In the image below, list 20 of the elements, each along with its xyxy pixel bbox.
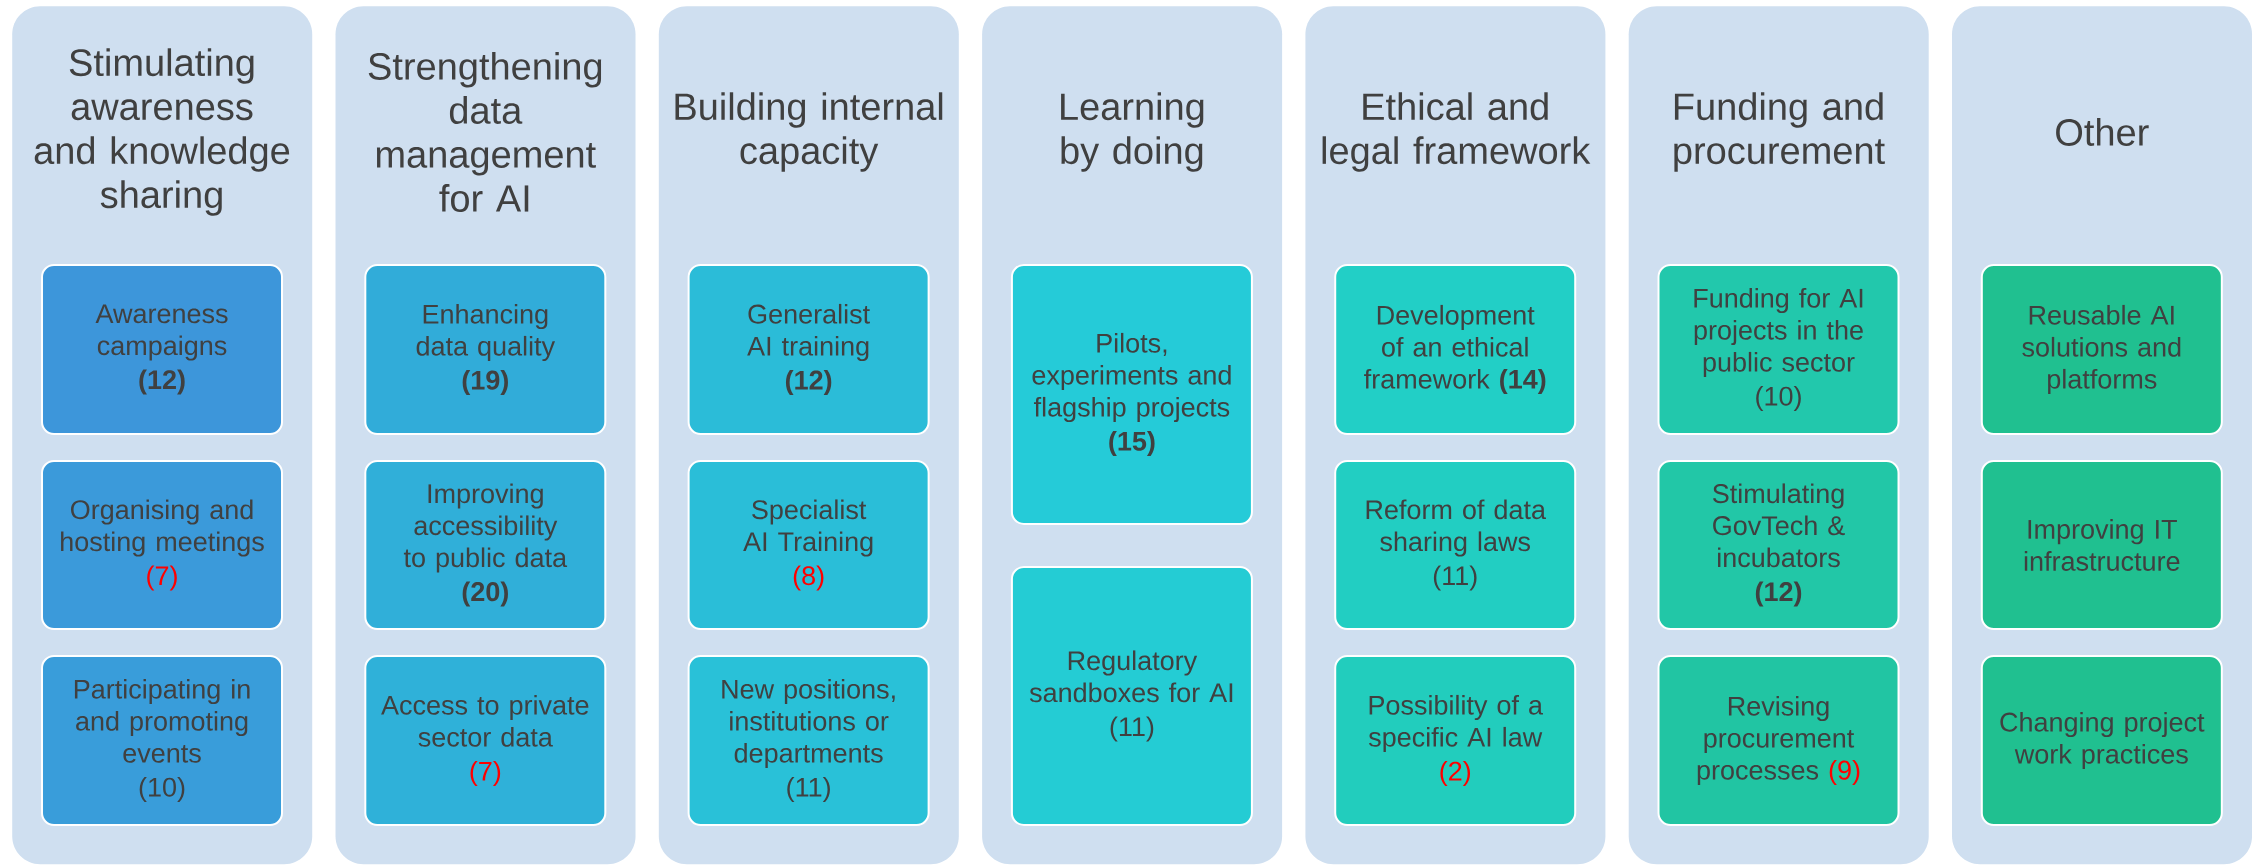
category-box: Pilots, experiments and flagship projects (15) (1010, 264, 1253, 525)
category-box: Possibility of a specific AI law (2) (1334, 655, 1577, 826)
category-box: Regulatory sandboxes for AI (11) (1010, 566, 1253, 826)
category-box: Development of an ethical framework (14) (1334, 264, 1577, 435)
category-box: Awareness campaigns (12) (41, 264, 283, 435)
category-box: Stimulating GovTech & incubators (12) (1657, 460, 1900, 630)
category-box: Specialist AI Training (8) (687, 460, 930, 630)
category-box: Reform of data sharing laws (11) (1334, 460, 1577, 630)
category-box: Reusable AI solutions and platforms (1980, 264, 2223, 435)
category-box: Improving IT infrastructure (1980, 460, 2223, 630)
category-box: Participating in and promoting events (10) (41, 655, 283, 826)
category-box: Access to private sector data (7) (364, 655, 607, 826)
category-box: Revising procurement processes (9) (1657, 655, 1900, 826)
category-box: Improving accessibility to public data (20) (364, 460, 607, 630)
category-box: Organising and hosting meetings (7) (41, 460, 283, 630)
category-box: Changing project work practices (1980, 655, 2223, 826)
category-box: Enhancing data quality (19) (364, 264, 607, 435)
category-box: Funding for AI projects in the public sector (10) (1657, 264, 1900, 435)
category-box: New positions, institutions or departments (11) (687, 655, 930, 826)
category-box: Generalist AI training (12) (687, 264, 930, 435)
